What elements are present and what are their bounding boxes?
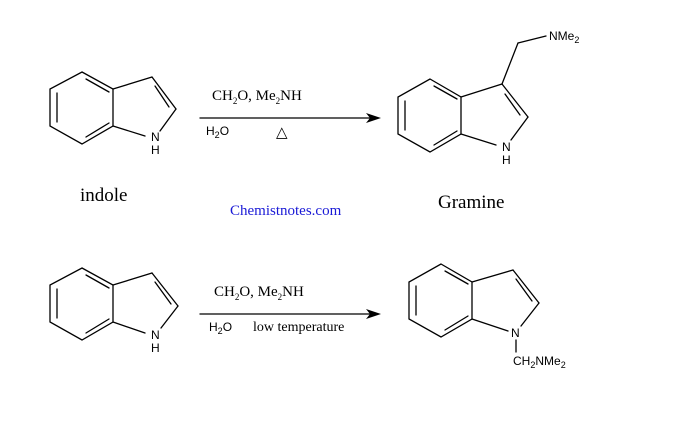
n-atom-label: N bbox=[502, 140, 511, 154]
benzene-ring bbox=[49, 71, 114, 145]
arrow-head bbox=[366, 113, 381, 123]
ch2nme2-label: CH2NMe2 bbox=[513, 354, 566, 370]
pyrrole-bond bbox=[501, 83, 529, 118]
inner-double-bond bbox=[85, 274, 110, 289]
low-temperature-label: low temperature bbox=[253, 320, 344, 335]
indole-name: indole bbox=[80, 185, 128, 206]
solvent-label-1: H2O bbox=[206, 124, 229, 140]
reagents-label-1: CH2O, Me2NH bbox=[212, 88, 302, 106]
pyrrole-bond bbox=[112, 125, 146, 137]
benzene-ring bbox=[49, 267, 114, 341]
watermark: Chemistnotes.com bbox=[230, 203, 342, 219]
inner-double-bond bbox=[444, 270, 469, 285]
pyrrole-bond bbox=[112, 272, 153, 286]
inner-double-bond bbox=[85, 78, 110, 93]
pyrrole-double-bond bbox=[515, 278, 533, 302]
nh-label: N H bbox=[502, 140, 514, 167]
pyrrole-bond bbox=[510, 116, 529, 141]
pyrrole-bond bbox=[471, 269, 514, 283]
indole-structure-1: N H bbox=[49, 71, 177, 157]
pyrrole-bond bbox=[512, 269, 540, 304]
ch2-bond bbox=[501, 42, 519, 85]
benzene-ring bbox=[408, 263, 473, 338]
pyrrole-double-bond bbox=[154, 281, 172, 305]
pyrrole-bond bbox=[151, 76, 177, 110]
pyrrole-bond bbox=[471, 318, 509, 332]
h-atom-label: H bbox=[151, 341, 160, 355]
inner-double-bond bbox=[85, 318, 110, 334]
solvent-label-2: H2O bbox=[209, 320, 232, 336]
pyrrole-bond bbox=[520, 302, 540, 327]
inner-double-bond bbox=[444, 315, 469, 331]
pyrrole-bond bbox=[112, 76, 153, 90]
gramine-name: Gramine bbox=[438, 192, 504, 213]
gramine-structure: NMe2 N H bbox=[397, 29, 579, 167]
reaction-arrow-2: CH2O, Me2NH H2O low temperature bbox=[199, 284, 381, 336]
h-atom-label: H bbox=[502, 153, 511, 167]
inner-double-bond bbox=[433, 85, 458, 100]
nme2-label: NMe2 bbox=[549, 29, 579, 45]
ch2-n-bond bbox=[517, 35, 547, 44]
pyrrole-double-bond bbox=[154, 85, 170, 108]
pyrrole-bond bbox=[160, 305, 179, 329]
heat-symbol: △ bbox=[276, 125, 288, 141]
n-substituted-indole-structure: N CH2NMe2 bbox=[408, 263, 566, 370]
h-atom-label: H bbox=[151, 143, 160, 157]
reaction-arrow-1: CH2O, Me2NH H2O △ bbox=[199, 88, 381, 141]
n-atom-label: N bbox=[511, 326, 520, 340]
pyrrole-bond bbox=[460, 83, 503, 98]
pyrrole-double-bond bbox=[504, 93, 521, 116]
indole-structure-2: N H bbox=[49, 267, 179, 355]
arrow-head bbox=[366, 309, 381, 319]
n-atom-label: N bbox=[151, 328, 160, 342]
pyrrole-bond bbox=[151, 272, 179, 307]
pyrrole-bond bbox=[159, 108, 177, 132]
n-atom-label: N bbox=[151, 130, 160, 144]
nh-label: N H bbox=[151, 328, 163, 355]
reagents-label-2: CH2O, Me2NH bbox=[214, 284, 304, 302]
inner-double-bond bbox=[433, 130, 458, 146]
benzene-ring bbox=[397, 78, 462, 153]
inner-double-bond bbox=[85, 122, 110, 138]
nh-label: N H bbox=[151, 130, 163, 157]
pyrrole-bond bbox=[460, 133, 497, 146]
pyrrole-bond bbox=[112, 321, 146, 334]
